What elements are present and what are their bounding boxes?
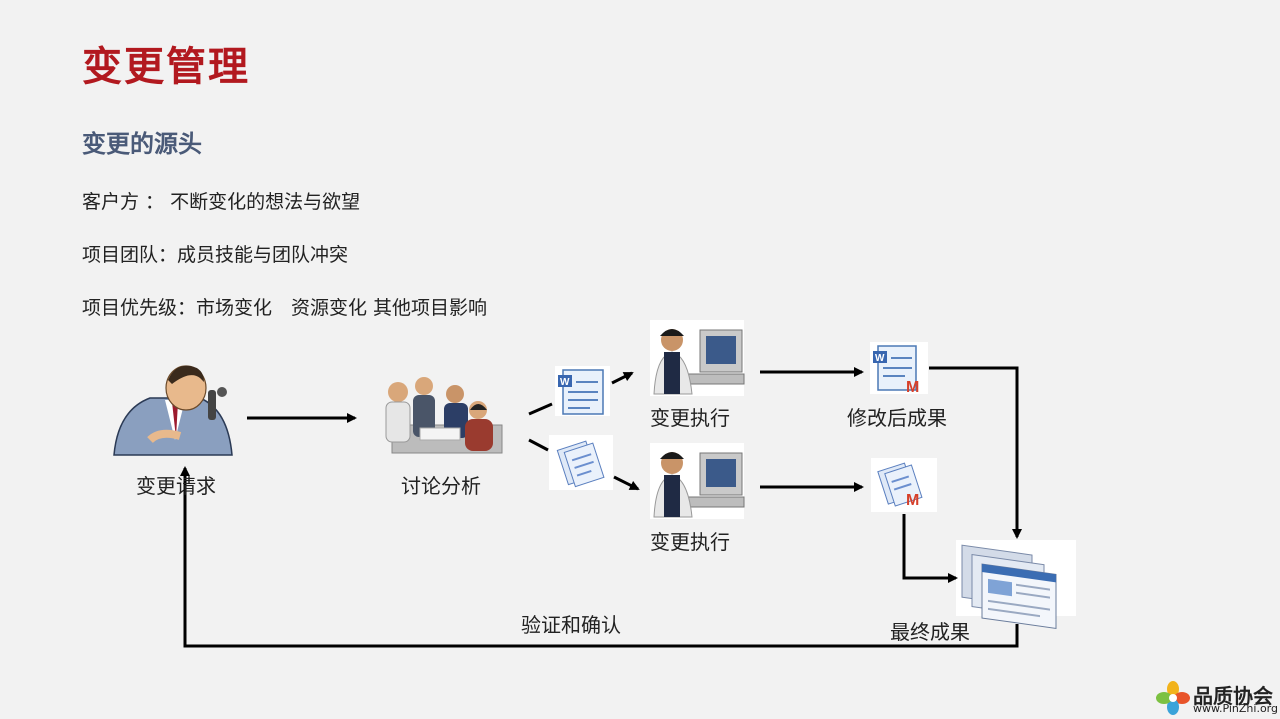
source-line-priority: 项目优先级：市场变化 资源变化 其他项目影响 [82,297,488,319]
label-verify-confirm: 验证和确认 [521,613,621,637]
modified-word-document-icon: W M [870,342,928,396]
arrow-to-exec-bottom [613,475,640,491]
arrow-modified-to-final [929,366,1022,539]
logo-url: www.PinZhi.org [1193,702,1278,715]
final-result-screens-icon [956,540,1076,629]
source-line-customer: 客户方 ： 不断变化的想法与欲望 [82,191,361,213]
logo-name: 品质协会 [1193,684,1273,708]
arrow-segment-bottom [528,438,549,452]
label-exec-bottom: 变更执行 [650,530,730,554]
slide-subtitle: 变更的源头 [82,130,202,158]
arrow-verify-loop [180,466,1019,648]
label-exec-top: 变更执行 [650,406,730,430]
svg-text:W: W [875,353,885,364]
document-stack-icon [549,435,613,490]
source-line-team: 项目团队：成员技能与团队冲突 [82,244,349,266]
arrow-stack-to-final [902,514,958,583]
label-discussion: 讨论分析 [401,474,481,498]
word-document-icon: W [555,366,610,416]
operator-computer-icon-top [650,320,745,396]
pinzhi-logo: 品质协会 www.PinZhi.org [1155,680,1278,716]
label-modified-result: 修改后成果 [847,406,947,430]
discussion-team-icon [385,377,503,454]
requester-person-icon [113,365,233,456]
slide-title: 变更管理 [82,44,250,90]
arrow-segment-top [528,402,553,416]
label-change-request: 变更请求 [136,474,216,498]
pinzhi-flower-icon [1156,681,1190,715]
operator-computer-icon-bottom [650,443,745,519]
svg-text:M: M [906,492,919,509]
svg-text:M: M [906,379,919,396]
arrow-to-exec-top [611,371,634,385]
label-final-result: 最终成果 [890,620,970,644]
svg-text:W: W [560,377,570,388]
modified-document-stack-icon: M [871,458,937,512]
